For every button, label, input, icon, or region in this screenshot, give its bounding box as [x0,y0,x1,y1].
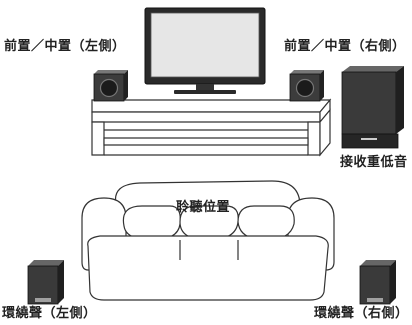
sl-port [35,298,51,302]
sr-side [390,260,396,304]
sl-side [58,260,64,304]
tv-screen [150,12,260,78]
surround-left-speaker [27,260,64,305]
fl-side [124,70,128,101]
surround-left-label: 環繞聲（左側） [2,306,97,321]
front-right-label: 前置／中置（右側） [284,39,406,54]
sofa-cushion-left [122,205,181,241]
sofa [81,180,335,301]
television [144,7,266,94]
fl-top [94,70,128,74]
sofa-base [87,235,329,301]
stand-shelf [103,137,309,146]
sub-side [396,66,404,134]
subwoofer-label: 接收重低音 [340,155,408,170]
stand-top-front [91,111,321,123]
sub-indicator [361,138,377,140]
sofa-cushion-right [237,205,295,241]
front-right-speaker [289,70,324,102]
fr-driver [295,78,315,98]
surround-right-speaker [359,260,396,305]
tv-base [174,90,236,94]
stand-top-surface [91,99,332,113]
sr-port [367,298,383,302]
sub-body [341,71,397,135]
fr-side [320,70,324,101]
tv-stand [91,98,332,157]
sl-top [28,260,64,266]
tv-neck [196,84,214,90]
sr-top [360,260,396,266]
fl-driver [99,78,119,98]
stand-right-side [319,108,331,157]
sub-base [341,133,399,149]
surround-right-label: 環繞聲（右側） [314,306,409,321]
front-left-speaker [93,70,128,102]
subwoofer [341,66,404,149]
sub-top [342,66,404,72]
stand-right-leg [307,121,321,156]
front-left-label: 前置／中置（左側） [4,39,126,54]
fr-top [290,70,324,74]
stand-left-leg [91,121,105,156]
listening-position-label: 聆聽位置 [176,200,231,215]
